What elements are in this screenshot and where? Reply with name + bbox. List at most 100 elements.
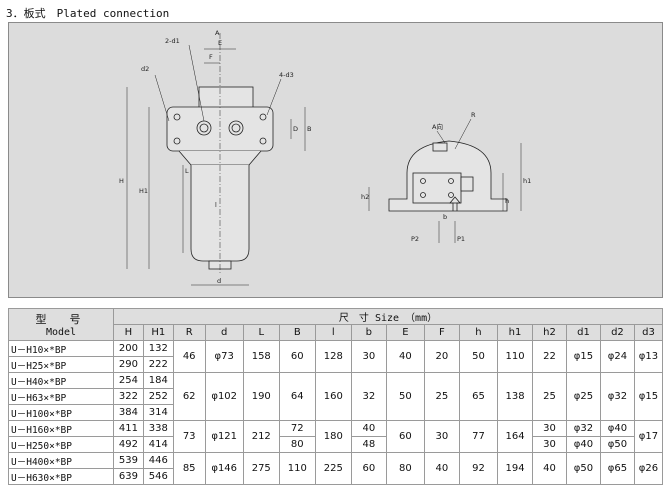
label-A: A [215, 29, 220, 37]
label-L: L [185, 167, 189, 175]
port-hole-right-inner [231, 123, 241, 133]
cell-l: 180 [314, 420, 352, 453]
cell-H: 200 [113, 340, 144, 357]
cell-H1: 132 [142, 340, 174, 357]
label-P2: P2 [411, 235, 419, 243]
cell-b: 32 [350, 372, 387, 421]
label-b: b [443, 213, 447, 221]
model-header: 型 号 Model [7, 308, 115, 341]
cell-H: 290 [113, 356, 144, 373]
cell-h1: 194 [497, 452, 534, 485]
cell-H1: 338 [142, 420, 174, 437]
side-plate [412, 172, 462, 204]
cell-h: 77 [458, 420, 499, 453]
cell-b: 30 [350, 340, 387, 373]
model-cell: U－H100×*BP [7, 404, 115, 421]
col-header: d3 [633, 324, 664, 341]
cell-l: 160 [314, 372, 352, 421]
cell-d2: φ24 [599, 340, 635, 373]
cell-h: 92 [458, 452, 499, 485]
table-row: U－H63×*BP 322 252 [7, 388, 663, 405]
cell-R: 73 [172, 420, 206, 453]
bolt-hole-tr [259, 113, 267, 121]
section-heading: 3．板式 Plated connection [6, 7, 170, 20]
cell-d: φ102 [204, 372, 244, 421]
cell-H1: 252 [142, 388, 174, 405]
cell-L: 158 [242, 340, 280, 373]
model-cell: U－H25×*BP [7, 356, 115, 373]
label-A-view: A向 [432, 122, 443, 131]
col-header: E [385, 324, 425, 341]
port-hole-right [228, 120, 244, 136]
col-header: d [204, 324, 244, 341]
cell-d: φ146 [204, 452, 244, 485]
dimension-table: 型 号 Model 尺 寸 Size （mm） H H1 R d L B l b… [7, 308, 664, 485]
cell-h1: 110 [497, 340, 534, 373]
cell-l: 225 [314, 452, 352, 485]
cell-d1: φ15 [565, 340, 601, 373]
table-row: U－H160×*BP 411 338 73 φ121 212 72 180 40… [7, 420, 664, 453]
flow-arrow-icon [449, 196, 461, 211]
cell-d1: φ32 [565, 420, 601, 437]
table-row: U－H400×*BP 539 446 85 φ146 275 110 225 6… [7, 452, 664, 485]
port-hole-left-inner [199, 123, 209, 133]
col-header: b [350, 324, 387, 341]
cell-d1: φ25 [565, 372, 601, 421]
cell-d2: φ50 [599, 436, 635, 453]
label-H1: H1 [139, 187, 148, 195]
cell-H1: 446 [142, 452, 174, 469]
label-d: d [217, 277, 221, 285]
cell-h: 50 [458, 340, 499, 373]
model-cell: U－H40×*BP [7, 372, 115, 389]
top-boss [198, 86, 254, 110]
header-row-1: 型 号 Model 尺 寸 Size （mm） [7, 308, 663, 341]
cell-h2: 22 [532, 340, 567, 373]
cell-d2: φ65 [599, 452, 635, 485]
cell-B: 64 [278, 372, 316, 421]
cell-E: 60 [385, 420, 425, 453]
table-row: U－H100×*BP 384 314 [7, 404, 663, 421]
cell-R: 62 [172, 372, 206, 421]
label-D: D [293, 125, 298, 133]
label-h1: h1 [523, 177, 531, 185]
table-row: U－H630×*BP 639 546 [7, 468, 663, 485]
label-F: F [209, 53, 213, 61]
cell-d1: φ40 [565, 436, 601, 453]
label-4-d3: 4-d3 [279, 71, 294, 79]
cell-d3: φ15 [633, 372, 664, 421]
cell-H: 539 [113, 452, 144, 469]
model-header-en: Model [45, 327, 77, 338]
cell-h2: 40 [532, 452, 567, 485]
label-d2: d2 [141, 65, 149, 73]
col-header: d1 [565, 324, 601, 341]
cell-b: 40 [350, 420, 387, 437]
cell-H1: 222 [142, 356, 174, 373]
model-cell: U－H250×*BP [7, 436, 115, 453]
cell-B: 60 [278, 340, 316, 373]
cell-L: 275 [242, 452, 280, 485]
bolt-hole-bl [173, 137, 181, 145]
cell-F: 20 [423, 340, 460, 373]
model-cell: U－H10×*BP [7, 340, 115, 357]
label-l: l [215, 201, 217, 209]
col-header: d2 [599, 324, 635, 341]
cell-R: 85 [172, 452, 206, 485]
cell-d3: φ17 [633, 420, 664, 453]
cell-d3: φ26 [633, 452, 664, 485]
cell-E: 80 [385, 452, 425, 485]
cell-b: 60 [350, 452, 387, 485]
cell-H: 254 [113, 372, 144, 389]
model-cell: U－H400×*BP [7, 452, 115, 469]
cell-d2: φ32 [599, 372, 635, 421]
cell-h2: 30 [532, 436, 567, 453]
cell-h: 65 [458, 372, 499, 421]
cell-d: φ121 [204, 420, 244, 453]
col-header: R [172, 324, 206, 341]
size-caption: 尺 寸 Size （mm） [113, 308, 663, 325]
drawing-svg: A E F 2-d1 d2 4-d3 D B H H1 L l d A向 R h… [119, 29, 531, 286]
col-header: l [314, 324, 352, 341]
cell-E: 50 [385, 372, 425, 421]
label-P1: P1 [457, 235, 465, 243]
model-header-cn: 型 号 [35, 313, 87, 326]
label-R: R [471, 111, 476, 119]
